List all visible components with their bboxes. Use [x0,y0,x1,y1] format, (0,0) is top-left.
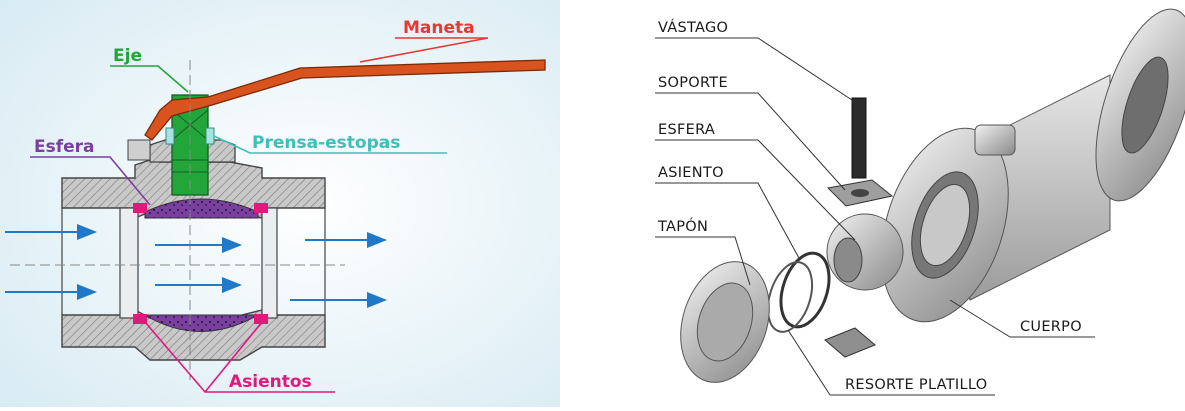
seat-top-left [133,203,147,213]
stem-part [851,97,867,179]
label-stem-r: VÁSTAGO [658,19,728,36]
label-body-r: CUERPO [1020,319,1082,335]
stem-leader [110,65,189,93]
seat-top-right [254,203,268,213]
handle-leader [359,37,489,63]
ball-top [144,198,259,219]
label-handle: Maneta [403,18,475,38]
label-ball-r: ESFERA [658,122,715,138]
spring-leader-r [787,329,995,396]
ball-bottom [143,314,260,332]
support-leader-r [655,92,846,191]
stem-leader-r [655,37,856,103]
packing-leader [213,135,447,154]
seat-bottom-left [133,314,147,324]
plug-leader-r [655,236,751,286]
valve-body-part [881,8,1185,323]
label-ball: Esfera [34,137,95,157]
label-packing: Prensa-estopas [252,133,400,153]
handle [144,59,546,141]
seat-bottom-right [254,314,268,324]
seat-leader-r [655,182,801,261]
ball-valve-section-diagram: Maneta Eje Esfera Prensa-estopas Asiento… [0,0,560,407]
section-svg: Maneta Eje Esfera Prensa-estopas Asiento… [0,0,560,407]
handle-stop [127,139,151,161]
label-support-r: SOPORTE [658,75,728,91]
body-leader-r [949,299,1095,338]
seats-leader [144,321,335,393]
spring-part [766,261,814,333]
left-insert [119,207,139,319]
ball-leader-r [655,139,856,241]
label-plug-r: TAPÓN [657,217,708,235]
seat-part [779,251,831,329]
label-stem: Eje [113,46,142,66]
spring-plate-part [824,327,876,358]
flow-arrows [5,224,387,308]
packing-left [165,127,175,145]
ball-leader [30,156,151,206]
label-seats: Asientos [229,372,312,392]
ball-valve-exploded-diagram: VÁSTAGO SOPORTE ESFERA ASIENTO TAPÓN CUE… [640,0,1185,407]
right-insert [261,207,278,319]
label-spring-r: RESORTE PLATILLO [845,377,987,393]
exploded-svg: VÁSTAGO SOPORTE ESFERA ASIENTO TAPÓN CUE… [655,8,1185,396]
packing-right [205,127,215,145]
label-seat-r: ASIENTO [658,165,724,181]
